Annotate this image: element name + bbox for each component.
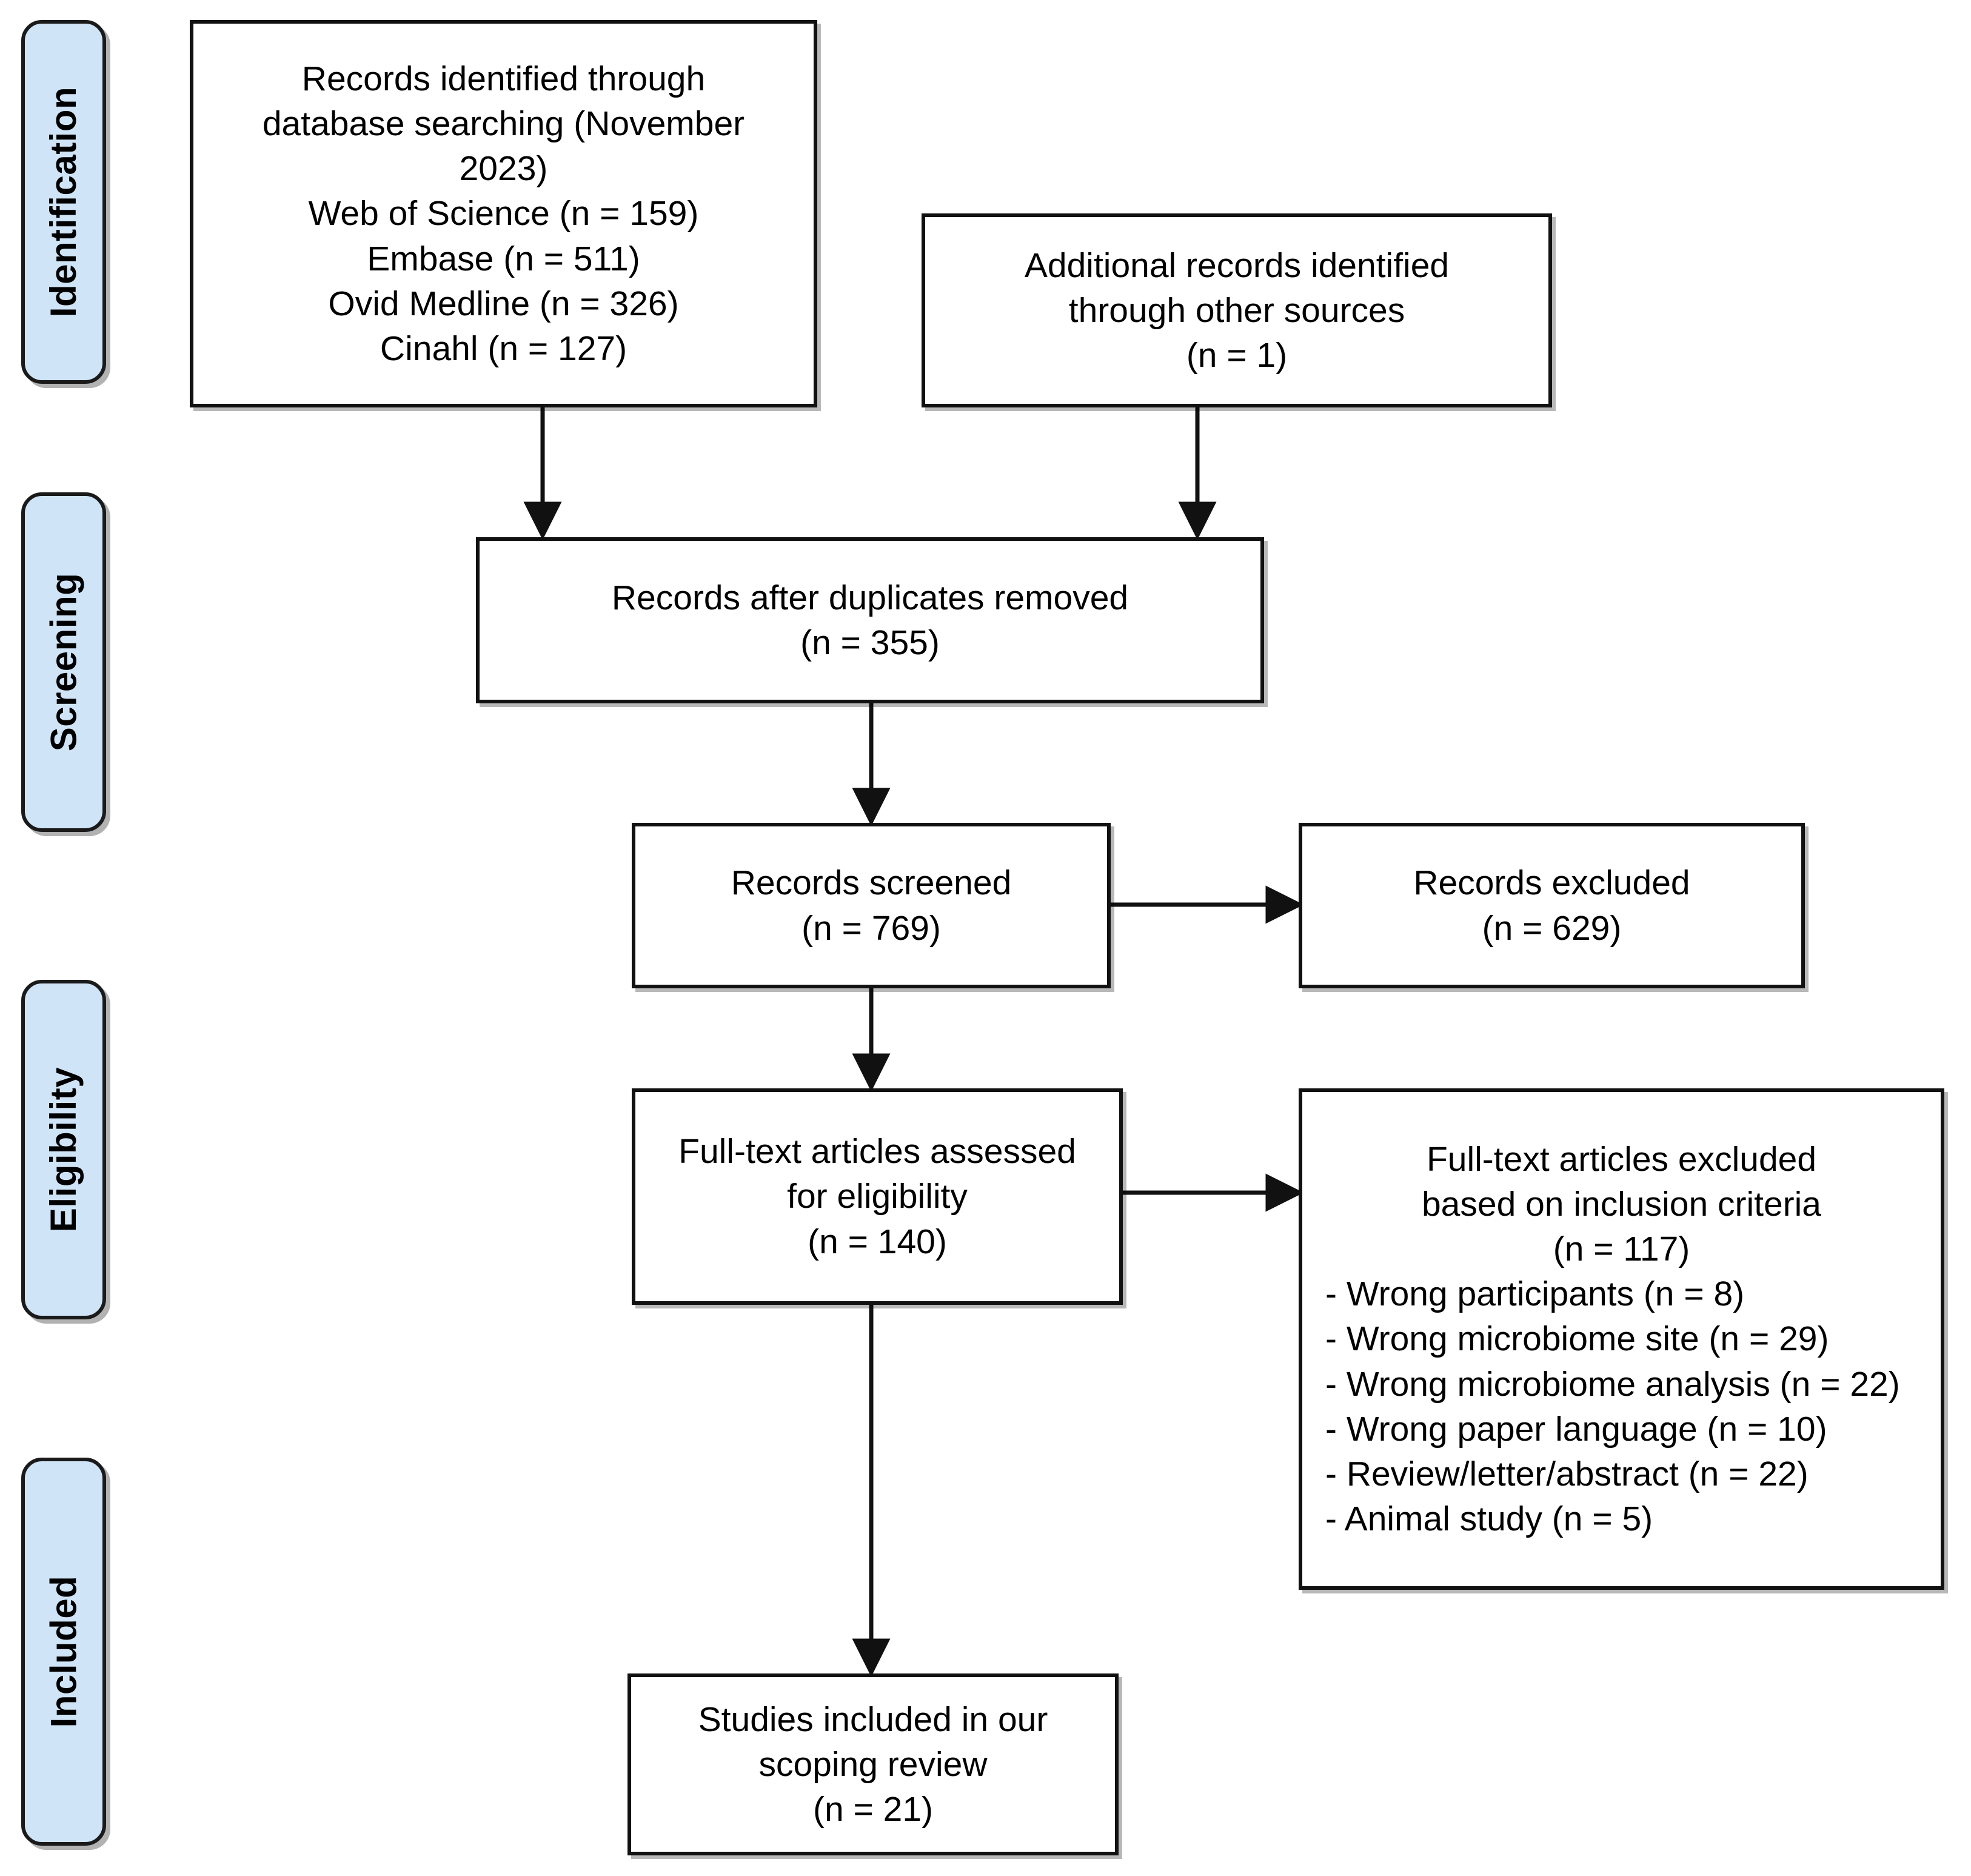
stage-label-eligibility: Eligibility — [43, 1067, 84, 1233]
box-line: Records after duplicates removed — [611, 578, 1129, 617]
stage-pill-screening: Screening — [21, 492, 106, 832]
box-records-after-duplicates-removed: Records after duplicates removed (n = 35… — [476, 537, 1264, 703]
exclusion-reason-item: - Review/letter/abstract (n = 22) — [1325, 1454, 1809, 1493]
stage-pill-eligibility: Eligibility — [21, 980, 106, 1319]
box-line: scoping review — [758, 1744, 988, 1784]
stage-label-identification: Identification — [43, 86, 84, 318]
box-line: (n = 769) — [801, 908, 941, 948]
stage-pill-included: Included — [21, 1458, 106, 1846]
exclusion-reason-item: - Wrong paper language (n = 10) — [1325, 1409, 1827, 1449]
box-line: (n = 355) — [800, 623, 940, 662]
box-line: based on inclusion criteria — [1421, 1185, 1822, 1224]
box-records-identified-database: Records identified through database sear… — [190, 20, 817, 407]
box-line: (n = 140) — [808, 1222, 947, 1261]
box-line: Full-text articles assessed — [678, 1132, 1076, 1171]
box-line: (n = 629) — [1482, 908, 1622, 948]
exclusion-reason-item: - Wrong microbiome analysis (n = 22) — [1325, 1364, 1900, 1404]
box-line: (n = 21) — [812, 1790, 934, 1829]
exclusion-reason-item: - Animal study (n = 5) — [1325, 1499, 1653, 1538]
box-line: Ovid Medline (n = 326) — [328, 284, 679, 323]
box-full-text-articles-assessed: Full-text articles assessed for eligibil… — [632, 1088, 1123, 1305]
box-line: (n = 1) — [1186, 336, 1288, 375]
box-line: Records screened — [731, 863, 1012, 903]
stage-label-screening: Screening — [43, 572, 84, 752]
exclusion-reason-item: - Wrong microbiome site (n = 29) — [1325, 1319, 1829, 1359]
box-records-screened: Records screened (n = 769) — [632, 823, 1111, 988]
stage-label-included: Included — [43, 1575, 84, 1728]
box-line: Embase (n = 511) — [367, 239, 640, 278]
exclusion-reason-item: - Wrong participants (n = 8) — [1325, 1275, 1745, 1314]
box-line: Full-text articles excluded — [1426, 1140, 1817, 1179]
box-line: database searching (November — [262, 104, 745, 144]
box-records-excluded: Records excluded (n = 629) — [1299, 823, 1805, 988]
box-additional-records-other-sources: Additional records identified through ot… — [922, 213, 1552, 407]
box-line: Records excluded — [1413, 863, 1690, 903]
box-line: Web of Science (n = 159) — [308, 194, 699, 233]
box-line: Cinahl (n = 127) — [380, 329, 627, 368]
box-line: Records identified through — [301, 59, 706, 99]
box-line: through other sources — [1068, 290, 1405, 330]
box-line: Additional records identified — [1024, 246, 1450, 285]
box-line: 2023) — [459, 149, 548, 189]
box-line: (n = 117) — [1553, 1230, 1690, 1269]
box-full-text-articles-excluded: Full-text articles excluded based on inc… — [1299, 1088, 1944, 1590]
box-line: for eligibility — [787, 1177, 968, 1216]
box-studies-included: Studies included in our scoping review (… — [627, 1673, 1119, 1855]
stage-pill-identification: Identification — [21, 20, 106, 384]
box-line: Studies included in our — [698, 1700, 1048, 1739]
